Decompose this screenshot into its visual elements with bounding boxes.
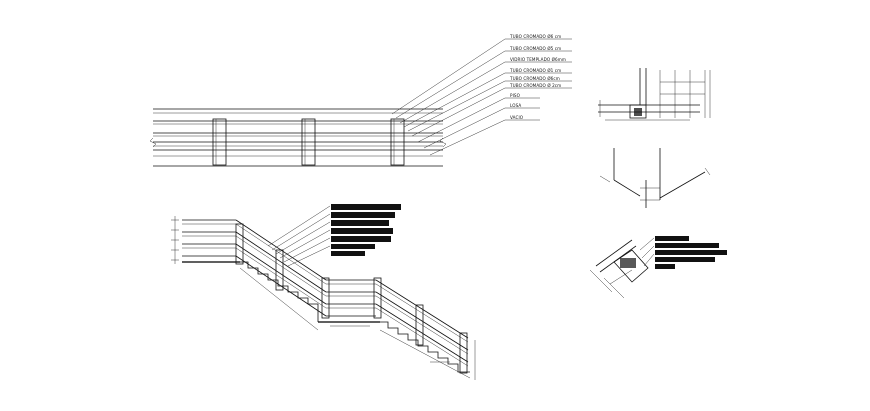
label-tubo-5cm: TUBO CROMADO Ø5 cm	[509, 45, 561, 52]
elevation-label-group: TUBO CROMADO Ø6 cm TUBO CROMADO Ø5 cm VI…	[509, 33, 566, 121]
label-tubo-6cm-b: TUBO CROMADO Ø6cm	[509, 75, 560, 82]
label-vidrio-templado: VIDRIO TEMPLADO Ø6mm	[510, 56, 566, 63]
railing-elevation	[149, 38, 572, 167]
detail-step-section	[589, 236, 727, 299]
label-piso: PISO	[510, 93, 521, 99]
label-tubo-1cm: TUBO CROMADO Ø1 cm	[509, 67, 561, 74]
detail-corner-section	[599, 148, 711, 208]
detail-anchor-section	[598, 68, 711, 121]
label-tubo-2cm: TUBO CROMADO Ø 2cm	[509, 82, 561, 89]
stair-section	[171, 204, 476, 380]
label-tubo-6cm: TUBO CROMADO Ø6 cm	[509, 33, 561, 40]
label-losa: LOSA	[510, 103, 521, 109]
label-vacio: VACIO	[510, 115, 524, 121]
